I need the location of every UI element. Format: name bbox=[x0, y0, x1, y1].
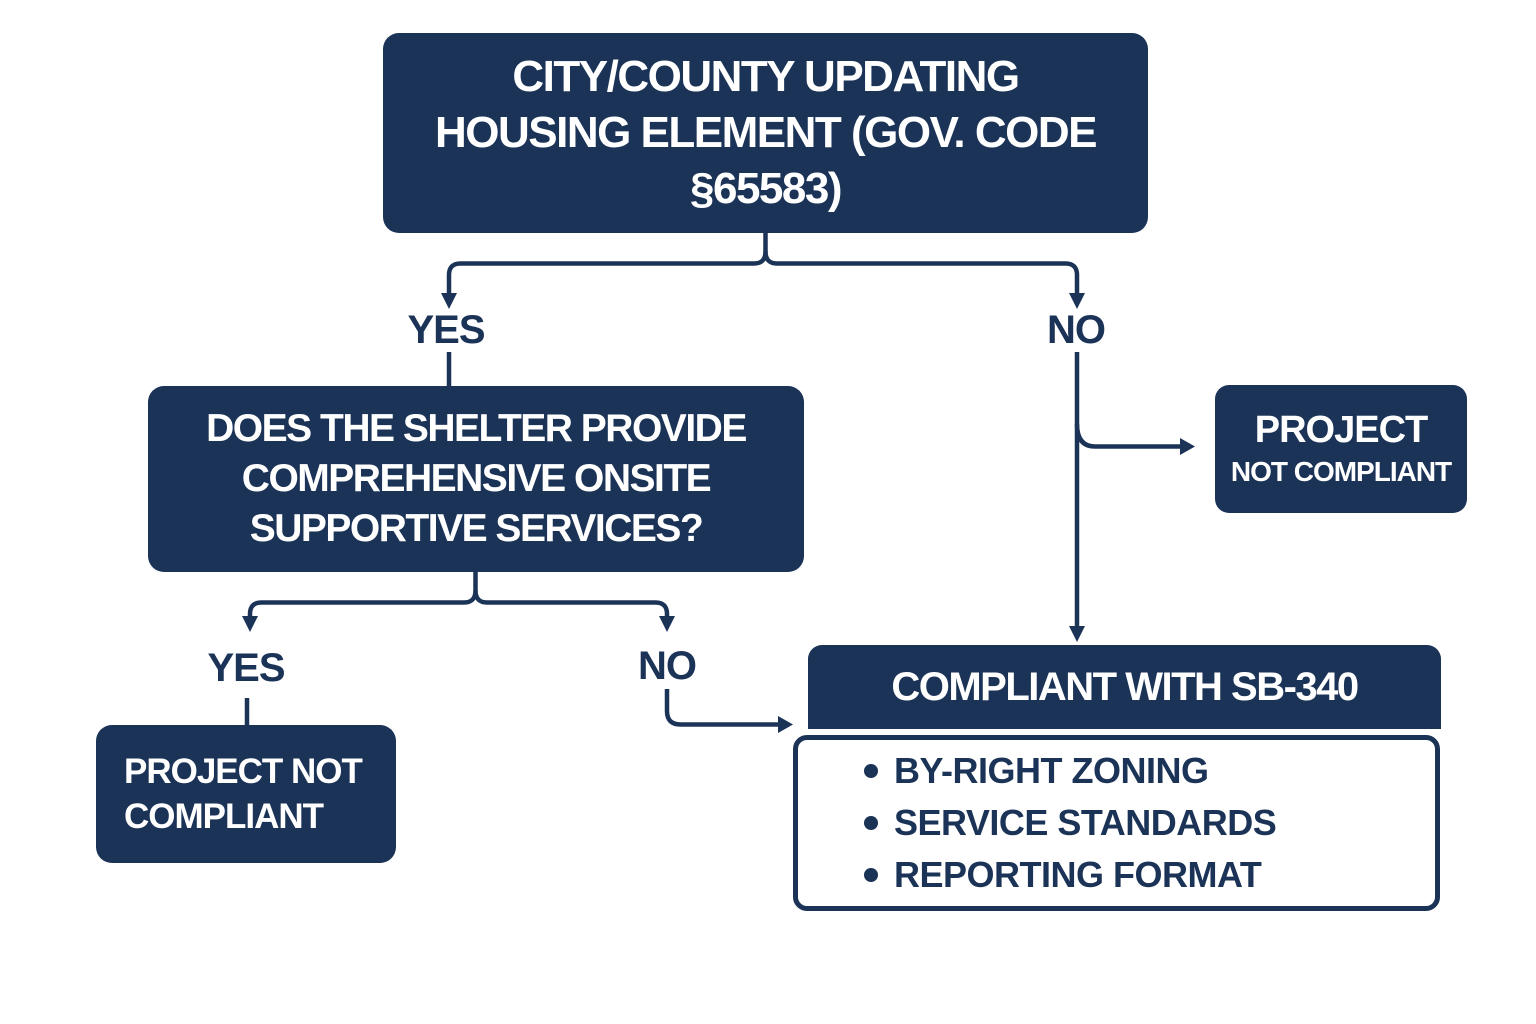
branch-label-root-no: NO bbox=[1047, 308, 1106, 352]
node-line: CITY/COUNTY UPDATING bbox=[512, 52, 1020, 101]
bullet-text: SERVICE STANDARDS bbox=[894, 802, 1277, 843]
node-line: PROJECT bbox=[1254, 409, 1428, 451]
arrow-right-icon bbox=[1180, 438, 1195, 455]
arrow-down-icon bbox=[1069, 293, 1085, 309]
node-line: COMPLIANT bbox=[124, 797, 324, 836]
connector-no-to-compliant bbox=[664, 689, 778, 727]
node-line: COMPREHENSIVE ONSITE bbox=[241, 457, 712, 500]
arrow-right-icon bbox=[778, 716, 793, 733]
bullet-icon bbox=[864, 764, 878, 778]
branch-label-root-yes: YES bbox=[407, 308, 485, 352]
node-line: DOES THE SHELTER PROVIDE bbox=[206, 407, 747, 450]
arrow-down-icon bbox=[659, 616, 675, 632]
branch-label-shelter-no: NO bbox=[638, 644, 697, 688]
node-line: §65583) bbox=[690, 164, 842, 213]
node-project-not-compliant-right: PROJECT NOT COMPLIANT bbox=[1215, 385, 1467, 513]
connector-root-no bbox=[763, 251, 1080, 294]
connector-no-to-pnc-right bbox=[1074, 423, 1180, 449]
connector-shelter-no bbox=[473, 590, 670, 618]
arrow-down-icon bbox=[242, 616, 258, 632]
bullet-text: BY-RIGHT ZONING bbox=[894, 750, 1209, 791]
node-compliant-body: BY-RIGHT ZONING SERVICE STANDARDS REPORT… bbox=[793, 735, 1440, 911]
bullet-icon bbox=[864, 868, 878, 882]
bullet-item: REPORTING FORMAT bbox=[864, 849, 1435, 901]
connector-shelter-yes bbox=[247, 590, 478, 618]
node-line: NOT COMPLIANT bbox=[1230, 456, 1452, 487]
arrow-down-icon bbox=[1069, 626, 1085, 642]
node-shelter-question: DOES THE SHELTER PROVIDE COMPREHENSIVE O… bbox=[148, 386, 804, 572]
node-compliant-sb340: COMPLIANT WITH SB-340 BY-RIGHT ZONING SE… bbox=[793, 645, 1441, 911]
node-project-not-compliant-left: PROJECT NOT COMPLIANT bbox=[96, 725, 396, 863]
node-line: HOUSING ELEMENT (GOV. CODE bbox=[434, 108, 1098, 157]
arrow-down-icon bbox=[441, 293, 457, 309]
node-housing-element: CITY/COUNTY UPDATING HOUSING ELEMENT (GO… bbox=[383, 33, 1148, 233]
node-line: SUPPORTIVE SERVICES? bbox=[249, 507, 704, 550]
bullet-item: SERVICE STANDARDS bbox=[864, 797, 1435, 849]
node-line: PROJECT NOT bbox=[124, 752, 363, 791]
bullet-item: BY-RIGHT ZONING bbox=[864, 745, 1435, 797]
branch-label-shelter-yes: YES bbox=[207, 646, 285, 690]
node-compliant-header: COMPLIANT WITH SB-340 bbox=[808, 645, 1441, 729]
bullet-icon bbox=[864, 816, 878, 830]
bullet-text: REPORTING FORMAT bbox=[894, 854, 1262, 895]
connector-root-yes bbox=[446, 251, 768, 294]
